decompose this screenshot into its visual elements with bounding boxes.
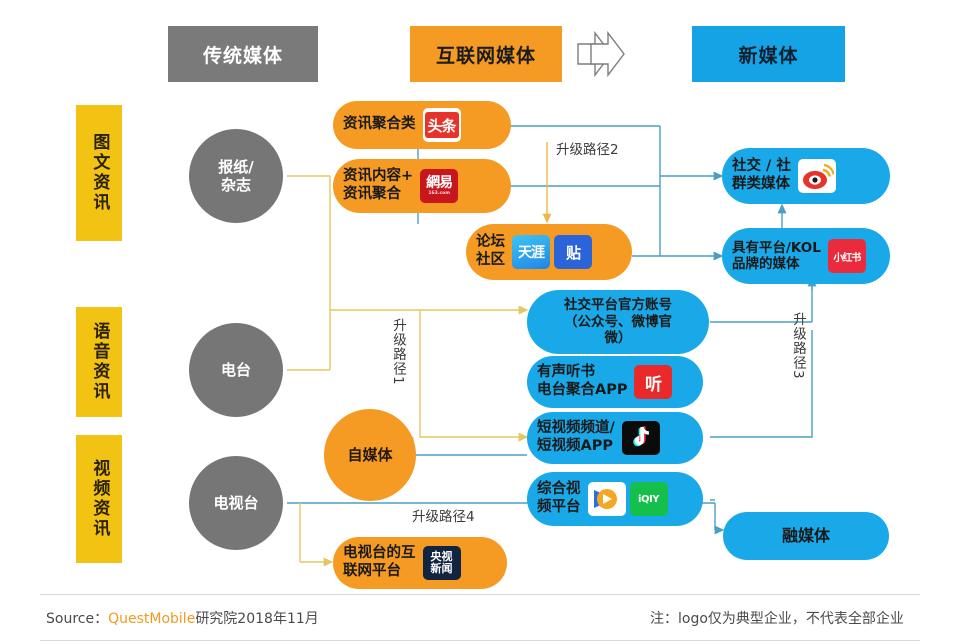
stage-banner-new-media: 新媒体 <box>692 26 845 82</box>
node-tv-station: 电视台 <box>189 456 283 550</box>
ting-audio-logo-icon: 听 <box>634 365 673 399</box>
cctv-news-logo-icon: 央视新闻 <box>422 546 461 580</box>
node-social-community-media: 社交 / 社 群类媒体 <box>722 148 890 204</box>
node-platform-kol-media-label: 具有平台/KOL 品牌的媒体 <box>732 239 821 272</box>
stage-banner-internet-label: 互联网媒体 <box>435 44 536 67</box>
node-radio-station-label: 电台 <box>220 360 251 379</box>
iqiyi-logo-icon: iQIY <box>629 482 668 516</box>
path-label-4: 升级路径4 <box>412 509 475 525</box>
node-news-aggregator-logos: 头条 <box>422 108 461 142</box>
toutiao-logo-icon: 头条 <box>422 108 461 142</box>
footer-divider <box>40 594 920 595</box>
node-tv-internet-platform-label: 电视台的互 联网平台 <box>343 545 416 579</box>
tencent-video-logo-icon <box>587 482 626 516</box>
xiaohongshu-logo-icon: 小红书 <box>827 239 866 273</box>
right-arrow-outline-icon-2 <box>590 30 625 78</box>
node-forum-community-label: 论坛 社区 <box>476 234 505 268</box>
footer-source-prefix: Source： <box>46 611 109 627</box>
category-label-video-news: 视频资讯 <box>76 435 122 563</box>
node-short-video-label: 短视频频道/ 短视频APP <box>537 420 615 454</box>
node-audiobook-radio-app-logos: 听 <box>634 365 673 399</box>
stage-banner-internet: 互联网媒体 <box>410 26 562 82</box>
node-news-aggregator-label: 资讯聚合类 <box>343 116 416 133</box>
node-tv-internet-platform-logos: 央视新闻 <box>422 546 461 580</box>
footer-source-brand: QuestMobile <box>108 611 196 627</box>
node-self-media: 自媒体 <box>324 409 416 501</box>
path-label-1: 升级路径1 <box>390 318 406 386</box>
weibo-logo-icon <box>797 159 836 193</box>
node-comprehensive-video-platform-label: 综合视 频平台 <box>537 481 581 515</box>
node-short-video: 短视频频道/ 短视频APP <box>527 412 703 464</box>
node-converged-media-label: 融媒体 <box>781 526 830 546</box>
node-social-official-account: 社交平台官方账号 （公众号、微博官 微） <box>527 290 709 354</box>
stage-banner-traditional-label: 传统媒体 <box>202 44 283 67</box>
tianya-logo-icon: 天涯 <box>512 235 550 269</box>
node-news-aggregator: 资讯聚合类 头条 <box>333 101 511 149</box>
footer-source: Source：QuestMobile研究院2018年11月 <box>46 608 319 628</box>
node-comprehensive-video-platform-logos: iQIY <box>587 482 668 516</box>
node-audiobook-radio-app: 有声听书 电台聚合APP 听 <box>527 356 703 408</box>
category-label-text: 视频资讯 <box>89 459 110 539</box>
path-label-3: 升级路径3 <box>790 312 806 380</box>
node-converged-media: 融媒体 <box>723 512 889 560</box>
node-newspaper-magazine: 报纸/ 杂志 <box>189 129 283 223</box>
footer-divider-bottom <box>40 640 920 641</box>
douyin-logo-icon <box>621 421 660 455</box>
footer-source-rest: 研究院2018年11月 <box>195 611 319 627</box>
node-forum-community: 论坛 社区 天涯 贴 <box>466 224 632 280</box>
node-social-community-media-logos <box>797 159 836 193</box>
node-platform-kol-media: 具有平台/KOL 品牌的媒体 小红书 <box>722 228 890 284</box>
node-platform-kol-media-logos: 小红书 <box>827 239 866 273</box>
node-newspaper-magazine-label: 报纸/ 杂志 <box>218 157 254 194</box>
node-audiobook-radio-app-label: 有声听书 电台聚合APP <box>537 364 628 398</box>
path-label-2: 升级路径2 <box>556 142 619 158</box>
category-label-text: 语音资讯 <box>89 322 110 402</box>
node-forum-community-logos: 天涯 贴 <box>512 235 592 269</box>
node-radio-station: 电台 <box>189 323 283 417</box>
node-news-content-aggregation-label: 资讯内容+ 资讯聚合 <box>343 168 414 202</box>
node-social-community-media-label: 社交 / 社 群类媒体 <box>732 158 791 192</box>
category-label-audio-news: 语音资讯 <box>76 307 122 417</box>
category-label-text: 图文资讯 <box>89 133 110 213</box>
tieba-logo-icon: 贴 <box>554 235 592 269</box>
node-self-media-label: 自媒体 <box>347 445 393 464</box>
node-social-official-account-label: 社交平台官方账号 （公众号、微博官 微） <box>564 297 672 347</box>
node-tv-station-label: 电视台 <box>213 493 259 512</box>
category-label-text-news: 图文资讯 <box>76 105 122 241</box>
node-short-video-logos <box>621 421 660 455</box>
node-comprehensive-video-platform: 综合视 频平台 iQIY <box>527 472 703 526</box>
stage-banner-new-media-label: 新媒体 <box>738 44 799 67</box>
node-tv-internet-platform: 电视台的互 联网平台 央视新闻 <box>333 537 507 589</box>
footer-note: 注：logo仅为典型企业，不代表全部企业 <box>650 611 904 627</box>
stage-banner-traditional: 传统媒体 <box>168 26 318 82</box>
